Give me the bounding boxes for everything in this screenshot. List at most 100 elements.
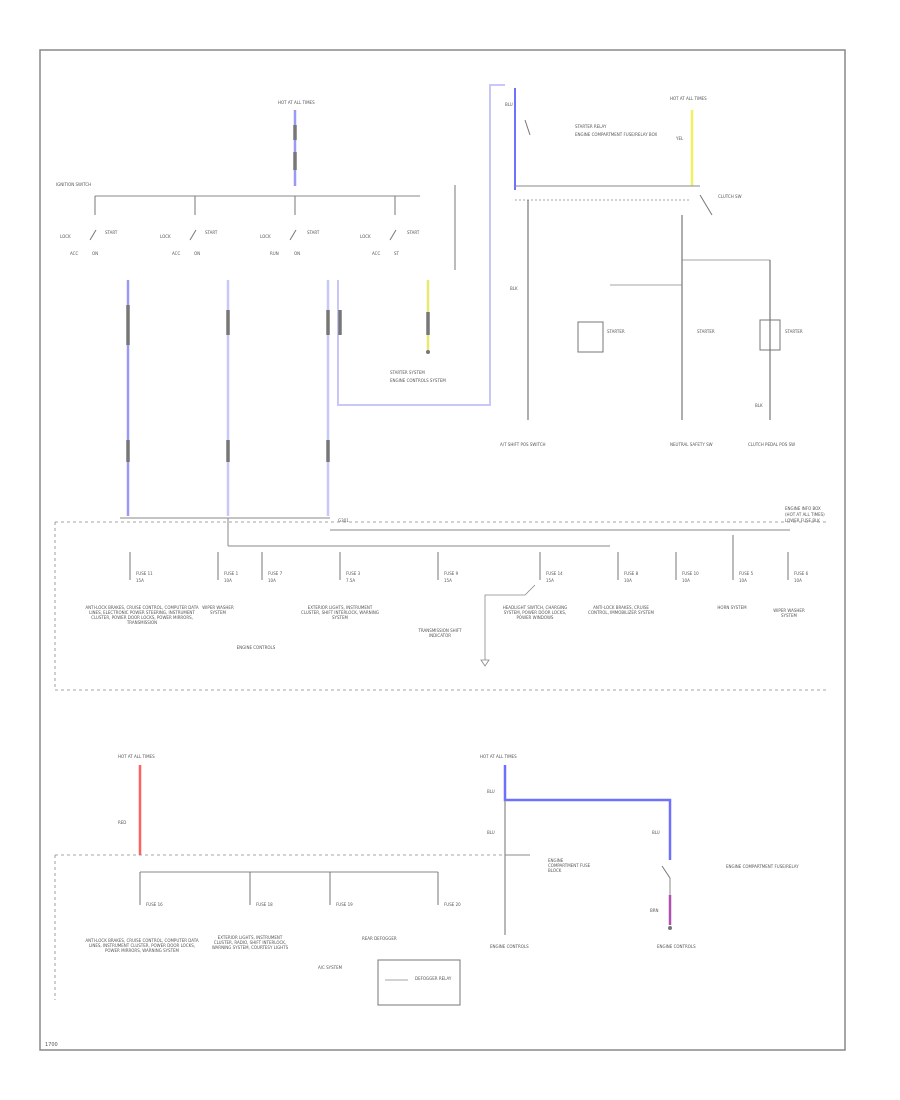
blk-label: BLK [510, 286, 518, 291]
fuse-label: FUSE 10 [682, 571, 699, 576]
wire-blue-bottom [503, 765, 672, 860]
switch-label-start: START [105, 230, 118, 235]
switch-label-st: ST [394, 251, 400, 256]
fuse-rating: 10A [224, 578, 232, 583]
switch-label-on: ON [294, 251, 300, 256]
bottom-target-1: A/T SHIFT POS SWITCH [500, 442, 546, 447]
relay-note: REAR DEFOGGER [362, 936, 397, 941]
fuse-rating: 10A [624, 578, 632, 583]
blu-label-3: BLU [652, 830, 660, 835]
red-wire-label: RED [118, 820, 126, 825]
fuse-label: FUSE 6 [794, 571, 809, 576]
blk-label-2: BLK [755, 403, 763, 408]
switch-label-lock: LOCK [260, 234, 271, 239]
starter-relay-1 [577, 321, 604, 353]
switch-label-on: ON [194, 251, 200, 256]
branch-label-3: ENGINE CONTROLS [236, 645, 276, 650]
fuse-rating: 15A [136, 578, 144, 583]
power-dist-title: ENGINE INFO BOX [785, 506, 821, 511]
branch-label-1: ANTI-LOCK BRAKES, CRUISE CONTROL, COMPUT… [85, 605, 199, 625]
fuse-rating: 7.5A [346, 578, 355, 583]
ignition-switch-4: LOCK ACC ST START [360, 196, 420, 256]
branch-wire [484, 584, 536, 660]
fuse-label: FUSE 16 [146, 902, 163, 907]
branch-label-5: TRANSMISSION SHIFT INDICATOR [418, 628, 462, 638]
relay-label: STARTER RELAY [575, 124, 607, 129]
top-center-source: HOT AT ALL TIMES IGNITION SWITCH [56, 100, 315, 187]
yel-label: YEL [675, 136, 684, 141]
branch-label-4: EXTERIOR LIGHTS, INSTRUMENT CLUSTER, SHI… [301, 605, 379, 620]
ignition-switch-1: LOCK ACC ON START [60, 196, 118, 256]
corner-label: 1700 [45, 1042, 58, 1048]
fuse-rating: 15A [444, 578, 452, 583]
top-right-starter-area: STARTER RELAY ENGINE COMPARTMENT FUSE/RE… [500, 88, 803, 447]
branch-label-9: WIPER WASHER SYSTEM [773, 608, 805, 618]
switch-label-lock: LOCK [160, 234, 171, 239]
switch-label-acc: ACC [372, 251, 380, 256]
switch-label-acc: ACC [172, 251, 180, 256]
ignition-switch-label: IGNITION SWITCH [56, 182, 91, 187]
starter-label-1: STARTER [607, 329, 625, 334]
starter-relay-3 [759, 319, 781, 351]
bottom-branch-label-1: ANTI-LOCK BRAKES, CRUISE CONTROL, COMPUT… [85, 938, 199, 953]
bottom-branch-label-3: A/C SYSTEM [317, 965, 343, 970]
wire-blue-to-starter [337, 84, 505, 406]
power-dist-sub2: LOWER FUSE BLK [785, 518, 820, 523]
switch-label-start: START [205, 230, 218, 235]
fuse-rating: 10A [739, 578, 747, 583]
blu-label: BLU [505, 102, 513, 107]
yellow-target-label: STARTER SYSTEM [390, 370, 425, 375]
fuse-label: FUSE 5 [739, 571, 754, 576]
fuse-rating: 15A [546, 578, 554, 583]
ignition-switches: LOCK ACC ON START LOCK ACC ON START LOCK… [60, 185, 456, 270]
relay-note: ENGINE COMPARTMENT FUSE/RELAY BOX [575, 132, 657, 137]
fuse-label: FUSE 20 [444, 902, 461, 907]
top-right-source: HOT AT ALL TIMES [670, 96, 707, 101]
right-target-label: ENGINE CONTROLS [657, 944, 696, 949]
diagram-frame [39, 49, 846, 1051]
bottom-right-source: HOT AT ALL TIMES [480, 754, 517, 759]
fuse-rating: 10A [268, 578, 276, 583]
fuse-label: FUSE 8 [624, 571, 639, 576]
bottom-right-fuse-note: ENGINE COMPARTMENT FUSE/RELAY [726, 864, 799, 869]
bottom-left-source: HOT AT ALL TIMES [118, 754, 155, 759]
bottom-left-section: HOT AT ALL TIMES RED FUSE 16 FUSE 18 FUS… [54, 754, 530, 1006]
blu-label-1: BLU [487, 789, 495, 794]
switch-label-start: START [407, 230, 420, 235]
switch-label-start: START [307, 230, 320, 235]
bottom-right-note: ENGINE COMPARTMENT FUSE BLOCK [548, 858, 591, 873]
yellow-target-note: ENGINE CONTROLS SYSTEM [390, 378, 446, 383]
fuse-rating: 10A [794, 578, 802, 583]
branch-label-2: WIPER WASHER SYSTEM [202, 605, 234, 615]
fuse-label: FUSE 7 [268, 571, 283, 576]
fuse-label: FUSE 18 [256, 902, 273, 907]
blu-label-2: BLU [487, 830, 495, 835]
switch-label-acc: ACC [70, 251, 78, 256]
bottom-right-section: HOT AT ALL TIMES BLU BLU BLU ENGINE COMP… [480, 754, 799, 949]
ignition-switch-2: LOCK ACC ON START [160, 196, 218, 256]
clutch-sw-label: CLUTCH SW [718, 194, 742, 199]
bottom-target-2: NEUTRAL SAFETY SW [670, 442, 713, 447]
fuse-rating: 10A [682, 578, 690, 583]
ignition-switch-3: LOCK RUN ON START [260, 196, 320, 256]
left-target-label: ENGINE CONTROLS [490, 944, 529, 949]
starter-label-2: STARTER [697, 329, 715, 334]
fuse-label: FUSE 9 [444, 571, 459, 576]
bottom-target-3: CLUTCH PEDAL POS SW [748, 442, 795, 447]
power-dist-subtitle: (HOT AT ALL TIMES) [785, 512, 825, 517]
ignition-output-wires: STARTER SYSTEM ENGINE CONTROLS SYSTEM [126, 84, 505, 516]
top-center-source-label: HOT AT ALL TIMES [278, 100, 315, 105]
switch-label-on: ON [92, 251, 98, 256]
brn-label: BRN [650, 908, 659, 913]
bottom-branch-label-2: EXTERIOR LIGHTS, INSTRUMENT CLUSTER, RAD… [211, 935, 289, 950]
switch-label-lock: LOCK [60, 234, 71, 239]
branch-label-7: ANTI-LOCK BRAKES, CRUISE CONTROL, IMMOBI… [588, 605, 654, 615]
fuse-label: FUSE 14 [546, 571, 563, 576]
defogger-relay-box [377, 959, 461, 1006]
branch-label-8: HORN SYSTEM [717, 605, 747, 610]
ground-dist-label: G301 [338, 518, 349, 523]
fuse-label: FUSE 11 [136, 571, 153, 576]
fuse-panel: ENGINE INFO BOX (HOT AT ALL TIMES) LOWER… [54, 506, 828, 691]
fuse-label: FUSE 1 [224, 571, 239, 576]
